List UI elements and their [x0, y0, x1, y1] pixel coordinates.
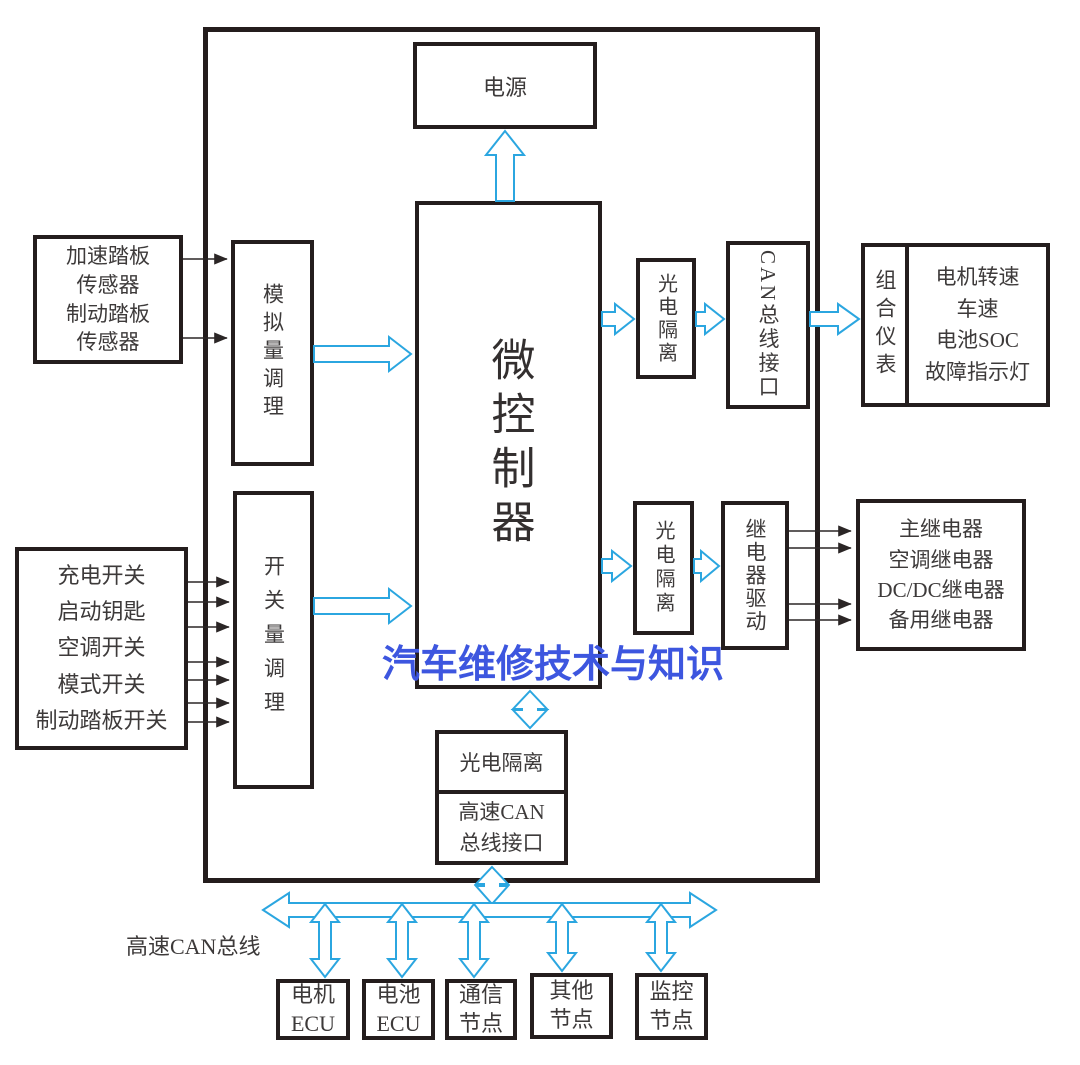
block-node-comm: 通信 节点 [445, 979, 517, 1040]
block-node-comm-label: 通信 节点 [458, 981, 503, 1036]
block-instrument-cluster: 组合仪表 [861, 243, 909, 407]
controller-enclosure-box [203, 27, 820, 883]
block-opto-isolation-bottom-label: 光电隔离 [459, 751, 544, 775]
watermark-text-content: 汽车维修技术与知识 [382, 644, 725, 686]
block-microcontroller: 微控制器 [415, 201, 602, 689]
block-opto-isolation-mid: 光电隔离 [633, 501, 694, 635]
block-relay-outputs-label: 主继电器 空调继电器 DC/DC继电器 备用继电器 [877, 517, 1005, 633]
block-node-motor-ecu: 电机 ECU [276, 979, 350, 1040]
block-relay-driver: 继电器驱动 [721, 501, 789, 650]
block-switch-inputs: 充电开关 启动钥匙 空调开关 模式开关 制动踏板开关 [15, 547, 188, 750]
block-instrument-cluster-label: 组合仪表 [873, 269, 897, 381]
arrow-bus-node-motor [308, 902, 342, 979]
block-power: 电源 [413, 42, 597, 129]
block-pedal-sensors-label: 加速踏板 传感器 制动踏板 传感器 [66, 243, 150, 355]
arrow-bus-node-battery [385, 902, 419, 979]
block-switch-conditioning-label: 开关量调理 [261, 555, 286, 725]
block-relay-outputs: 主继电器 空调继电器 DC/DC继电器 备用继电器 [856, 499, 1026, 651]
block-opto-isolation-bottom: 光电隔离 [435, 730, 568, 794]
block-cluster-signals-label: 电机转速 车速 电池SOC 故障指示灯 [925, 265, 1030, 384]
block-power-label: 电源 [482, 74, 527, 100]
block-microcontroller-label: 微控制器 [484, 337, 534, 553]
block-node-other: 其他 节点 [530, 973, 613, 1039]
watermark-text: 汽车维修技术与知识 [382, 633, 724, 688]
block-node-monitor-label: 监控 节点 [649, 978, 694, 1033]
block-relay-driver-label: 继电器驱动 [743, 518, 767, 633]
hs-can-bus-label: 高速CAN总线 [126, 929, 260, 961]
arrow-bus-node-other [545, 902, 579, 973]
block-pedal-sensors: 加速踏板 传感器 制动踏板 传感器 [33, 235, 183, 364]
block-opto-isolation-mid-label: 光电隔离 [652, 520, 674, 616]
block-opto-isolation-top: 光电隔离 [636, 258, 696, 379]
block-can-bus-interface: CAN总线接口 [726, 241, 810, 409]
hs-can-bus-label-text: 高速CAN总线 [126, 934, 261, 959]
arrow-bus-node-comm [457, 902, 491, 979]
block-node-battery-ecu: 电池 ECU [362, 979, 435, 1040]
block-node-motor-ecu-label: 电机 ECU [290, 981, 335, 1036]
block-node-battery-ecu-label: 电池 ECU [376, 981, 421, 1036]
block-node-monitor: 监控 节点 [635, 973, 708, 1040]
block-can-bus-interface-label: CAN总线接口 [756, 250, 780, 400]
block-analog-conditioning-label: 模拟量调理 [260, 283, 285, 423]
hs-can-bus-arrow [261, 891, 718, 929]
block-analog-conditioning: 模拟量调理 [231, 240, 314, 466]
block-hs-can-interface: 高速CAN 总线接口 [435, 790, 568, 865]
block-switch-inputs-label: 充电开关 启动钥匙 空调开关 模式开关 制动踏板开关 [35, 562, 168, 733]
arrow-bus-node-monitor [644, 902, 678, 973]
block-opto-isolation-top-label: 光电隔离 [654, 272, 677, 365]
block-cluster-signals: 电机转速 车速 电池SOC 故障指示灯 [905, 243, 1050, 407]
block-hs-can-interface-label: 高速CAN 总线接口 [458, 800, 545, 855]
block-node-other-label: 其他 节点 [549, 978, 594, 1032]
block-switch-conditioning: 开关量调理 [233, 491, 314, 789]
